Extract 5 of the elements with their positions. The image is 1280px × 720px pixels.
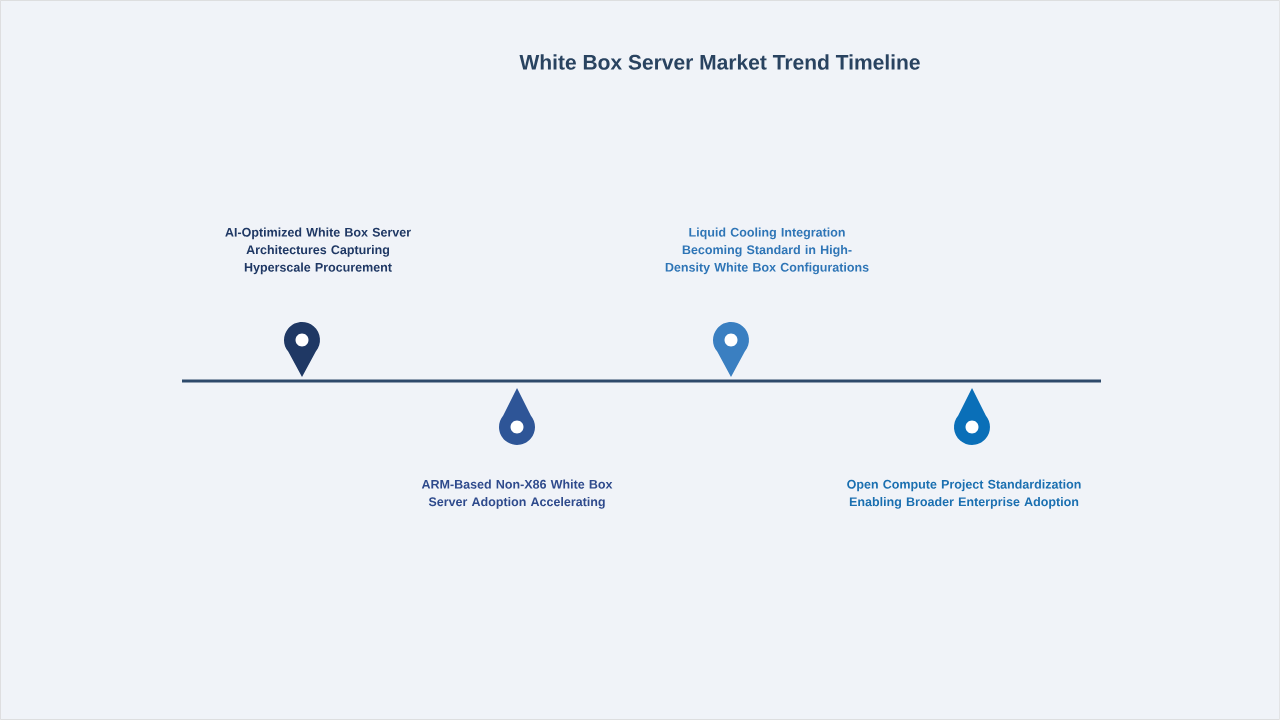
trend-text: Liquid Cooling Integration Becoming Standard in High-Density White Box Configurations bbox=[665, 227, 869, 275]
trend-text: Open Compute Project Standardization Enabling Broader Enterprise Adoption bbox=[847, 479, 1081, 509]
title: White Box Server Market Trend Timeline bbox=[519, 54, 920, 70]
trend-text: ARM-Based Non-X86 White Box Server Adoption Accelerating bbox=[421, 479, 613, 509]
trend-text: AI-Optimized White Box Server Architectures Capturing Hyperscale Procurement bbox=[225, 227, 411, 275]
